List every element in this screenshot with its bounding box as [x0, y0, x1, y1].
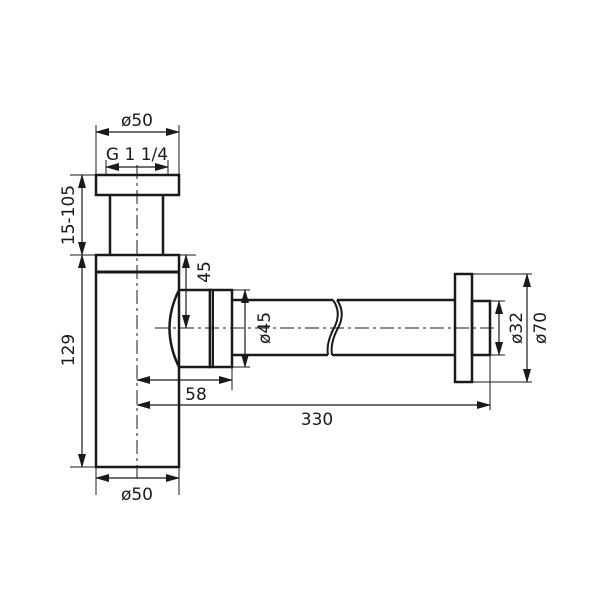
dim-thread: G 1 1/4: [106, 145, 168, 165]
dim-wall-pipe-diameter: ø32: [507, 312, 527, 344]
dim-height-adjust: 15-105: [59, 185, 79, 245]
dim-top-diameter: ø50: [121, 111, 153, 131]
dim-total-length: 330: [301, 410, 333, 430]
dim-bottom-diameter: ø50: [121, 485, 153, 505]
dim-outlet-length: 58: [185, 385, 207, 405]
dim-outlet-offset: 45: [195, 261, 215, 283]
dim-rosette-diameter: ø70: [531, 312, 551, 344]
dim-outlet-diameter: ø45: [255, 312, 275, 344]
dim-body-height: 129: [59, 334, 79, 366]
